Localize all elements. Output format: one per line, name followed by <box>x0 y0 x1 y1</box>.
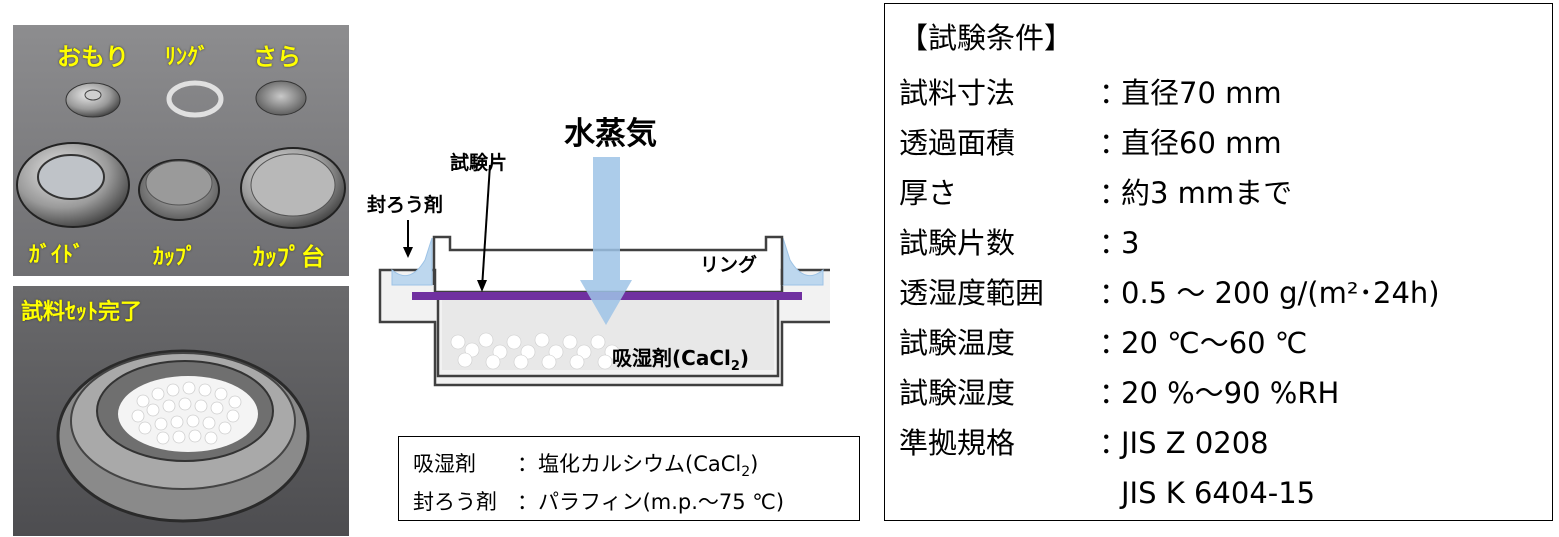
assembled-illustration <box>56 349 310 523</box>
specimen-label: 試験片 <box>450 152 508 174</box>
condition-colon <box>1099 468 1121 518</box>
condition-label <box>899 468 1099 518</box>
conditions-title: 【試験条件】 <box>899 21 1074 55</box>
condition-value: JIS K 6404-15 <box>1121 476 1316 510</box>
condition-colon: ： <box>1099 326 1129 360</box>
condition-label: 厚さ <box>899 176 958 210</box>
condition-value: 20 %～90 %RH <box>1121 376 1340 410</box>
legend-row-sealant: 封ろう剤 ：パラフィン(m.p.～75 ℃) <box>413 487 859 517</box>
condition-value: 直径60 mm <box>1121 126 1282 160</box>
condition-value: 0.5 ～ 200 g/(m²･24h) <box>1121 276 1440 310</box>
condition-value: 3 <box>1121 226 1140 260</box>
condition-label: 透過面積 <box>899 126 1016 160</box>
condition-value: 約3 mmまで <box>1121 176 1293 210</box>
dish-label: さら <box>253 43 301 71</box>
condition-colon: ： <box>1099 176 1129 210</box>
ring-part-label: リング <box>700 254 758 276</box>
sealant-left <box>391 237 433 286</box>
legend-row-desiccant: 吸湿剤 ：塩化カルシウム(CaCl2) <box>413 449 859 487</box>
cup-outline <box>436 296 780 378</box>
parts-photo: おもり ﾘﾝｸﾞ さら ｶﾞｲﾄﾞ ｶｯﾌﾟ ｶｯﾌﾟ台 <box>13 25 349 276</box>
condition-colon: ： <box>1099 376 1129 410</box>
condition-value: JIS Z 0208 <box>1121 426 1269 460</box>
condition-value: 直径70 mm <box>1121 76 1282 110</box>
legend-value: ：パラフィン(m.p.～75 ℃) <box>517 490 785 515</box>
condition-value: 20 ℃～60 ℃ <box>1121 326 1308 360</box>
condition-row: 厚さ ：約3 mmまで <box>899 168 1552 218</box>
cup-label: ｶｯﾌﾟ <box>153 245 198 270</box>
sample-set-label: 試料ｾｯﾄ完了 <box>21 300 143 325</box>
ring-part <box>166 80 224 118</box>
vapor-arrow <box>580 157 632 325</box>
guide-label: ｶﾞｲﾄﾞ <box>29 243 85 268</box>
condition-row: 試験湿度 ：20 %～90 %RH <box>899 368 1552 418</box>
weight-label: おもり <box>57 43 129 71</box>
assembled-sample-photo: 試料ｾｯﾄ完了 <box>13 286 349 536</box>
specimen-leader <box>481 164 491 289</box>
legend-key: 封ろう剤 <box>413 490 497 515</box>
desiccant-granules <box>450 332 620 370</box>
sealant-label: 封ろう剤 <box>367 194 444 216</box>
desiccant-label: 吸湿剤(CaCl2) <box>612 346 750 374</box>
condition-row: JIS K 6404-15 <box>899 468 1552 518</box>
condition-colon: ： <box>1099 126 1129 160</box>
condition-row: 試験温度 ：20 ℃～60 ℃ <box>899 318 1552 368</box>
sealant-right <box>782 237 824 286</box>
legend-box: 吸湿剤 ：塩化カルシウム(CaCl2) 封ろう剤 ：パラフィン(m.p.～75 … <box>398 436 860 521</box>
condition-row: 透湿度範囲 ：0.5 ～ 200 g/(m²･24h) <box>899 268 1552 318</box>
vapor-label: 水蒸気 <box>564 116 657 152</box>
parts-illustration <box>16 80 346 229</box>
condition-label: 試験片数 <box>899 226 1016 260</box>
legend-key: 吸湿剤 <box>413 452 476 476</box>
cup-stand-label: ｶｯﾌﾟ台 <box>253 243 325 271</box>
condition-row: 準拠規格 ：JIS Z 0208 <box>899 418 1552 468</box>
condition-colon: ： <box>1099 276 1129 310</box>
condition-label: 試料寸法 <box>899 76 1016 110</box>
condition-label: 透湿度範囲 <box>899 276 1045 310</box>
condition-label: 試験温度 <box>899 326 1016 360</box>
condition-colon: ： <box>1099 426 1129 460</box>
condition-label: 準拠規格 <box>899 426 1016 460</box>
condition-colon: ： <box>1099 76 1129 110</box>
cup-schematic <box>378 157 830 387</box>
condition-row: 試料寸法 ：直径70 mm <box>899 68 1552 118</box>
condition-colon: ： <box>1099 226 1129 260</box>
condition-row: 試験片数 ：3 <box>899 218 1552 268</box>
dish-part <box>255 80 307 116</box>
condition-row: 透過面積 ：直径60 mm <box>899 118 1552 168</box>
ring-label: ﾘﾝｸﾞ <box>165 45 210 70</box>
legend-value: ：塩化カルシウム(CaCl2) <box>517 452 759 481</box>
condition-label: 試験湿度 <box>899 376 1016 410</box>
